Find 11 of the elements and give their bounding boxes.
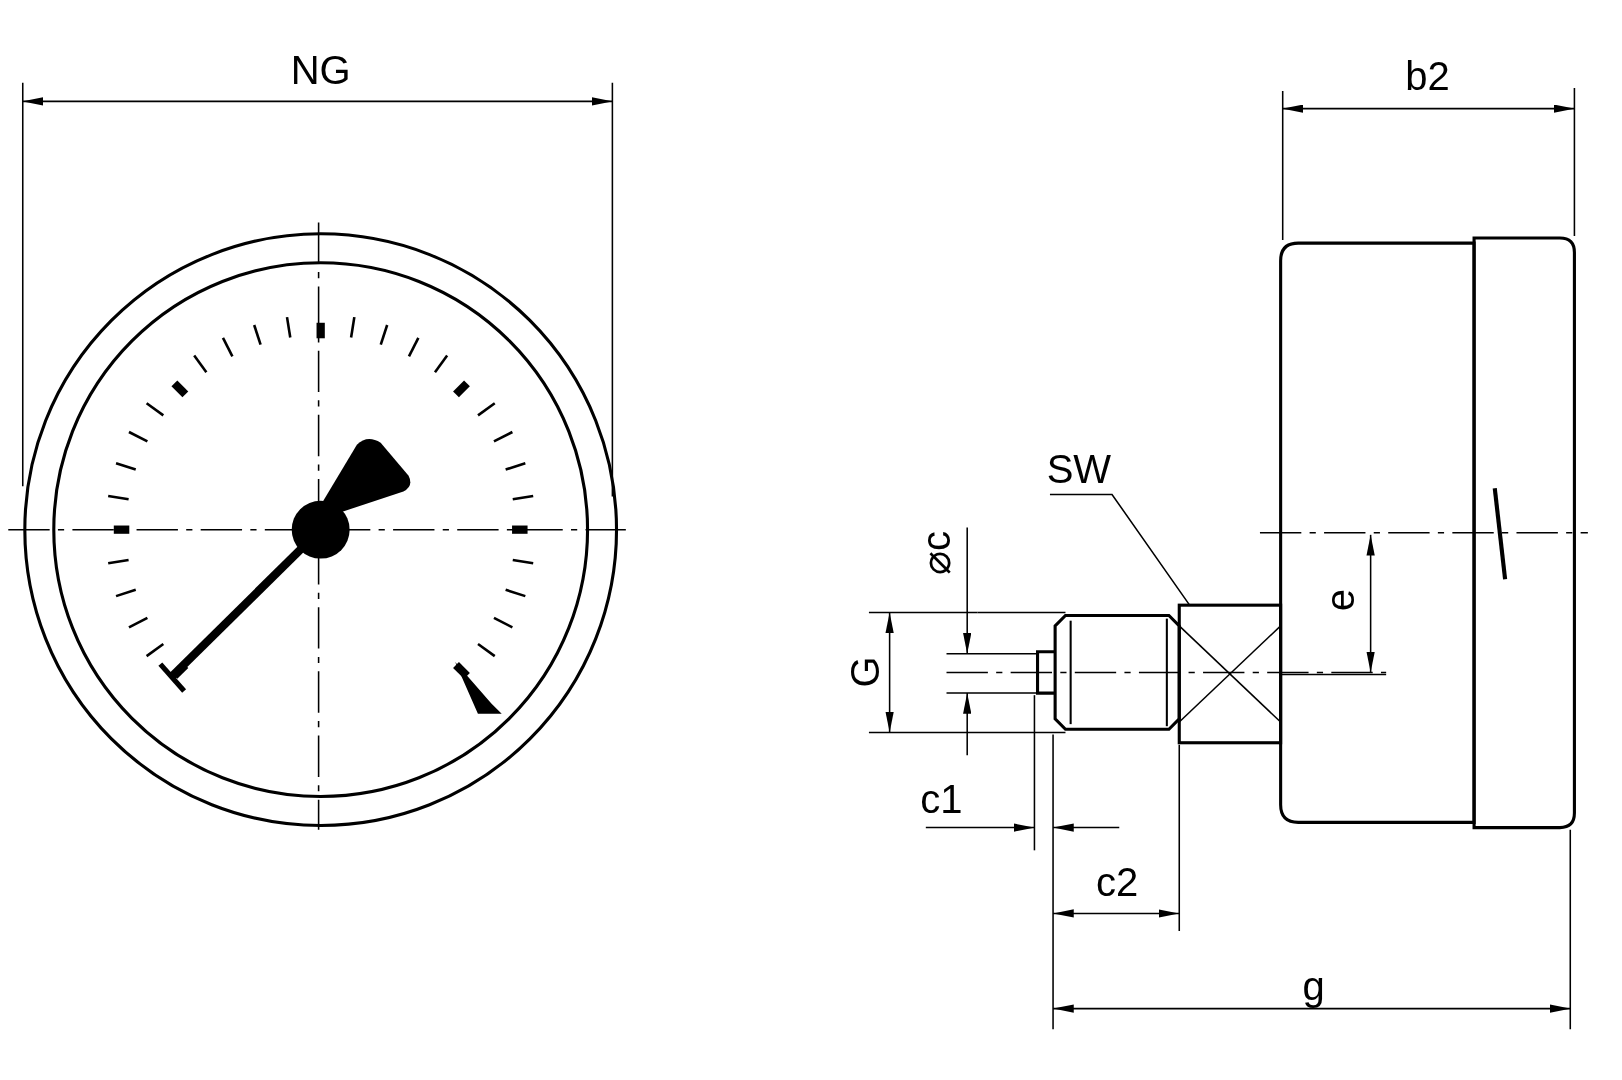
part-label: SW	[1046, 448, 1112, 489]
dimension-label: c2	[1096, 862, 1139, 903]
dimension-label: ⌀c	[916, 531, 957, 576]
dimension-label: b2	[1405, 55, 1450, 96]
dimension-label: G	[844, 656, 885, 688]
dimension-label: e	[1319, 588, 1360, 612]
leader-line	[1049, 493, 1191, 606]
dimension-label: c1	[920, 778, 963, 819]
hex-nut	[1177, 603, 1283, 745]
dimension-label: NG	[290, 50, 351, 91]
dimension-label: g	[1302, 965, 1325, 1006]
